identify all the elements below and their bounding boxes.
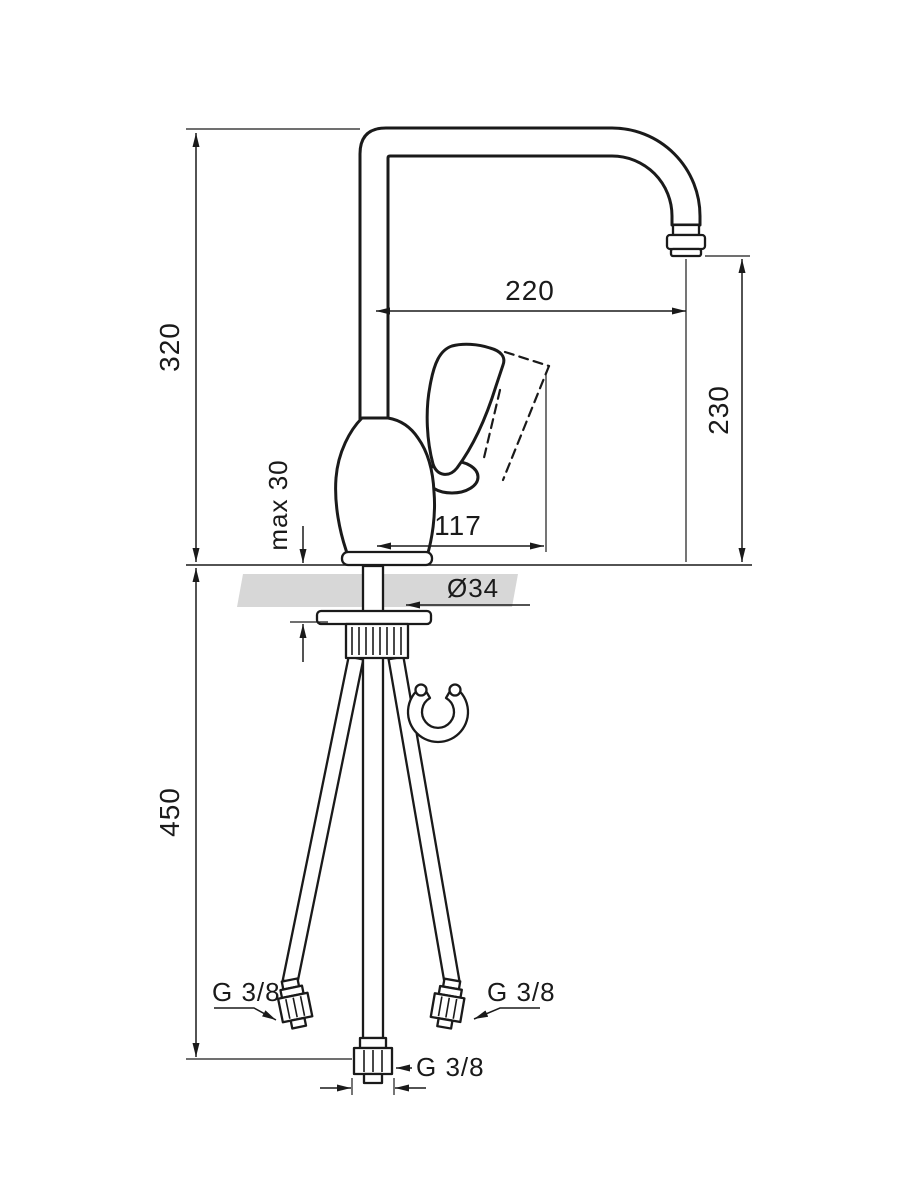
horseshoe-bracket (406, 683, 470, 744)
shank-threads (351, 627, 402, 655)
base-flange (340, 550, 434, 567)
spout-tube (358, 126, 702, 432)
leader-g38-left (214, 1007, 277, 1021)
escutcheon-flange (315, 609, 433, 626)
leader-g38-right (473, 1007, 540, 1020)
bracket-hole-left (414, 683, 428, 697)
bracket-hole-right (448, 683, 462, 697)
handle-lever (425, 342, 506, 476)
mounting-hardware (276, 609, 470, 1085)
handle-rotated-phantom (481, 350, 551, 482)
left-hose-fitting (276, 977, 314, 1030)
mixer-body (334, 416, 436, 558)
left-hose (281, 655, 365, 985)
dim-label-total-height: 320 (154, 322, 185, 372)
label-thread-left: G 3/8 (212, 977, 281, 1007)
dim-label-hose-length: 450 (154, 787, 185, 837)
right-hose-fitting (429, 977, 466, 1030)
faucet-body-group (334, 126, 707, 567)
dim-label-spout-reach: 220 (505, 275, 555, 306)
spout-outlet (665, 223, 707, 258)
dim-label-max-thickness: max 30 (263, 459, 293, 550)
supply-hoses (281, 564, 461, 1040)
dim-label-hole-diameter: Ø34 (447, 573, 499, 603)
label-thread-center: G 3/8 (416, 1052, 485, 1082)
label-thread-right: G 3/8 (487, 977, 556, 1007)
dimensions: 320 450 220 230 max 30 117 Ø34 G 3/8 G 3… (154, 128, 750, 1095)
dim-label-outlet-height: 230 (703, 385, 734, 435)
threaded-shank (344, 622, 410, 660)
dim-label-base-to-handle: 117 (434, 510, 482, 541)
center-pipe-fitting (352, 1036, 394, 1085)
